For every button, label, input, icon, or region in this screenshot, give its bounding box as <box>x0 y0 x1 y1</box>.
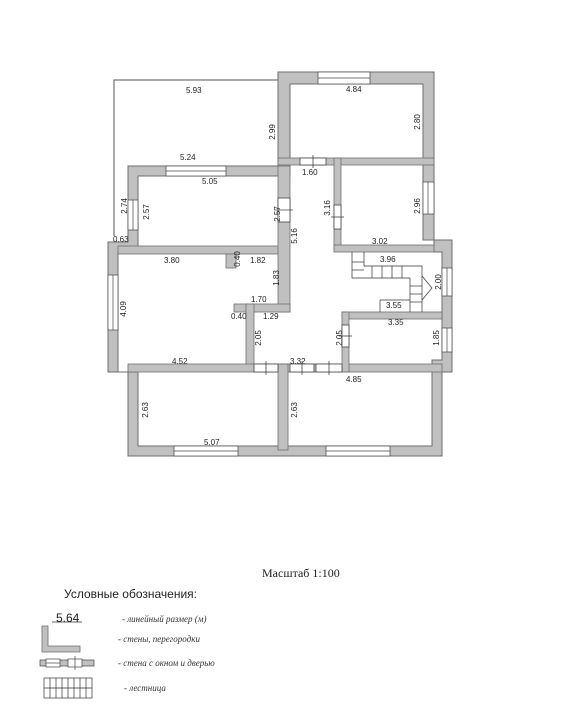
scale-label: Масштаб 1:100 <box>262 566 340 580</box>
dim-4-84: 4.84 <box>346 85 362 94</box>
dim-3-32: 3.32 <box>290 357 306 366</box>
dim-2-63b: 2.63 <box>290 402 299 418</box>
legend-item-walls: - стены, перегородки <box>118 634 200 644</box>
dim-2-80: 2.80 <box>413 114 422 130</box>
dim-3-80: 3.80 <box>164 256 180 265</box>
legend-title: Условные обозначения: <box>64 587 197 601</box>
dim-1-82: 1.82 <box>250 256 266 265</box>
dim-0-63: 0.63 <box>113 235 129 244</box>
dim-5-16: 5.16 <box>290 228 299 244</box>
dim-1-60: 1.60 <box>302 168 318 177</box>
dim-3-02: 3.02 <box>372 237 388 246</box>
dim-2-74: 2.74 <box>120 198 129 214</box>
dim-4-09: 4.09 <box>119 301 128 317</box>
dim-3-55: 3.55 <box>386 301 402 310</box>
dim-2-57a: 2.57 <box>142 204 151 220</box>
dim-0-40a: 0.40 <box>233 251 242 267</box>
dim-0-40b: 0.40 <box>231 312 247 321</box>
dim-5-07: 5.07 <box>204 438 220 447</box>
dim-2-57b: 2.57 <box>273 206 282 222</box>
dim-3-16: 3.16 <box>323 200 332 216</box>
dim-5-93: 5.93 <box>186 86 202 95</box>
dim-1-70: 1.70 <box>251 295 267 304</box>
legend-sample-dimension: 5.64 <box>56 611 80 625</box>
dim-5-05: 5.05 <box>202 177 218 186</box>
dim-1-85: 1.85 <box>432 330 441 346</box>
dim-4-85: 4.85 <box>346 375 362 384</box>
staircase <box>351 252 433 312</box>
legend-window-door-symbol <box>39 656 95 670</box>
terrace-outline <box>113 79 280 236</box>
dim-2-05b: 2.05 <box>335 330 344 346</box>
dim-2-63a: 2.63 <box>141 402 150 418</box>
legend-item-window-door: - стена с окном и дверью <box>118 658 215 668</box>
windows <box>107 71 453 457</box>
doors <box>253 155 352 375</box>
dim-2-99: 2.99 <box>268 124 277 140</box>
dim-1-83: 1.83 <box>272 270 281 286</box>
legend-item-dimension: - линейный размер (м) <box>122 614 207 624</box>
dimension-labels: 5.93 4.84 5.24 5.05 1.60 3.02 0.63 3.80 … <box>113 85 443 447</box>
dim-3-96: 3.96 <box>380 255 396 264</box>
dim-2-96: 2.96 <box>413 198 422 214</box>
legend-symbols <box>39 621 95 699</box>
dim-1-29: 1.29 <box>263 312 279 321</box>
dim-5-24: 5.24 <box>180 153 196 162</box>
legend-wall-symbol <box>41 625 81 653</box>
dim-2-05a: 2.05 <box>254 330 263 346</box>
legend-stair-symbol <box>43 677 93 699</box>
dim-4-52: 4.52 <box>172 357 188 366</box>
dim-2-00: 2.00 <box>434 274 443 290</box>
dim-3-35: 3.35 <box>388 318 404 327</box>
legend-item-stairs: - лестница <box>124 683 166 693</box>
